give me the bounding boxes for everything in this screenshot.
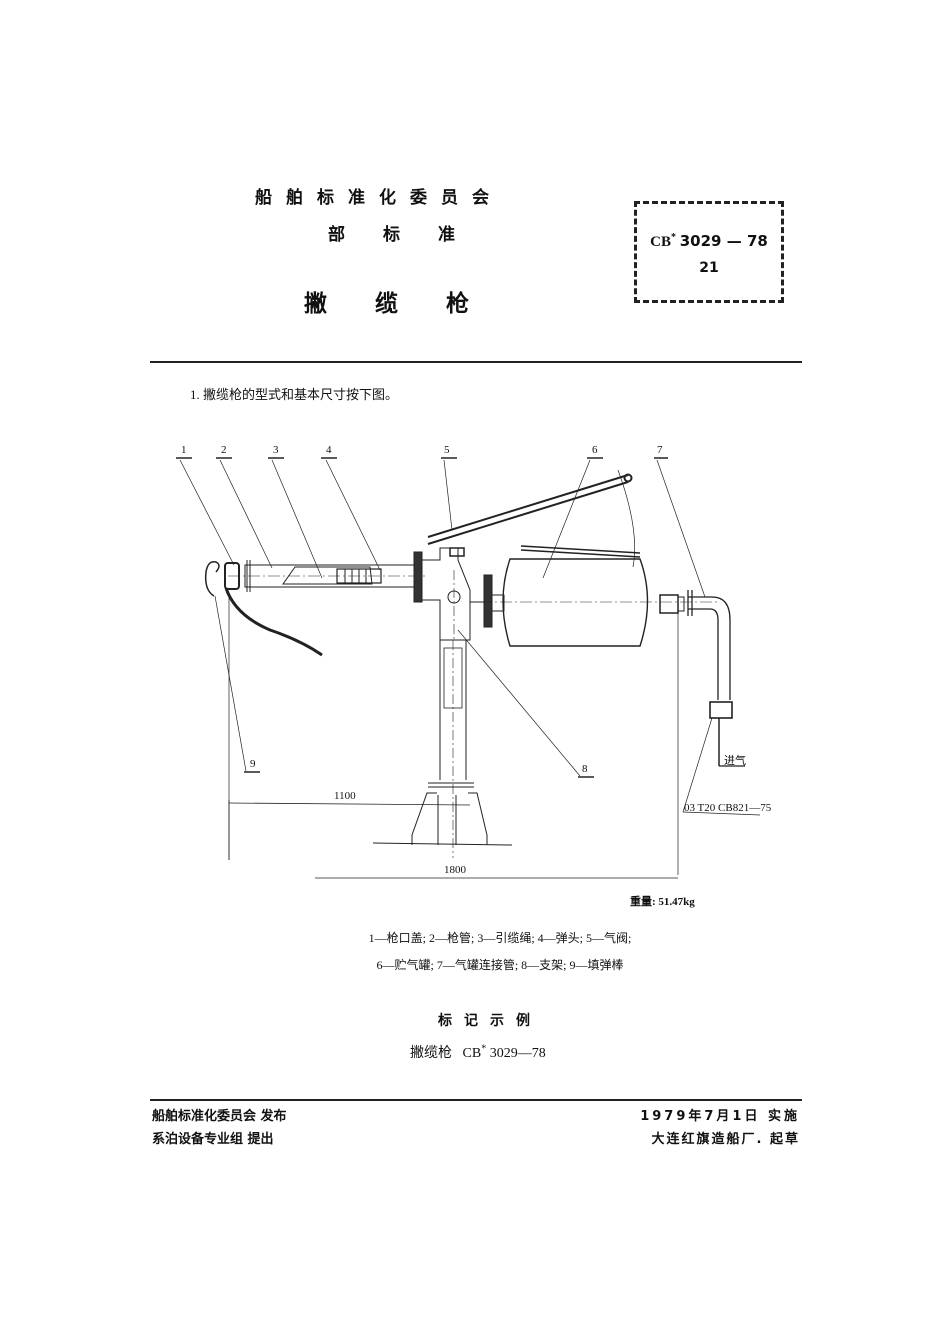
marking-example-title: 标记示例 bbox=[438, 1013, 542, 1029]
proposed-by: 系泊设备专业组 提出 bbox=[152, 1132, 274, 1147]
part-label-3: 3 bbox=[273, 444, 279, 456]
parts-legend-line-1: 1—枪口盖; 2—枪管; 3—引缆绳; 4—弹头; 5—气阀; bbox=[368, 931, 632, 945]
marking-code-mark: * bbox=[481, 1043, 487, 1055]
air-inlet-label: 进气 bbox=[724, 754, 746, 767]
parts-legend-line-2: 6—贮气罐; 7—气罐连接管; 8—支架; 9—填弹棒 bbox=[376, 958, 624, 972]
issued-by: 船舶标准化委员会 发布 bbox=[152, 1109, 287, 1124]
document-title: 撇缆枪 bbox=[304, 291, 517, 317]
lever-handle bbox=[427, 469, 641, 568]
footer-divider bbox=[150, 1099, 802, 1101]
part-label-8: 8 bbox=[582, 763, 588, 775]
dimension-1800: 1800 bbox=[444, 864, 466, 876]
part-label-7: 7 bbox=[657, 444, 663, 456]
part-label-9: 9 bbox=[250, 758, 256, 770]
part-label-4: 4 bbox=[326, 444, 332, 456]
label-underlines bbox=[176, 457, 668, 778]
support-column bbox=[372, 640, 513, 858]
part-label-2: 2 bbox=[221, 444, 227, 456]
standard-level-heading: 部标准 bbox=[328, 225, 493, 245]
valve-body bbox=[421, 547, 493, 641]
fitting-spec: 03 T20 CB821—75 bbox=[684, 802, 772, 814]
standard-code: CB* 3029 — 78 bbox=[634, 232, 784, 251]
weight-label: 重量: 51.47kg bbox=[630, 896, 695, 908]
marking-example: 撇缆枪 CB* 3029—78 bbox=[410, 1042, 546, 1062]
drafted-by: 大连红旗造船厂. 起草 bbox=[651, 1132, 800, 1147]
effective-date: 1979年7月1日 实施 bbox=[640, 1109, 800, 1124]
marking-code-number: 3029—78 bbox=[489, 1046, 546, 1061]
part-label-6: 6 bbox=[592, 444, 598, 456]
standard-code-prefix: CB bbox=[650, 234, 671, 250]
part-label-5: 5 bbox=[444, 444, 450, 456]
organization-heading: 船舶标准化委员会 bbox=[255, 188, 503, 208]
leader-lines bbox=[179, 459, 706, 860]
tank-connecting-pipe bbox=[677, 590, 761, 875]
header-divider bbox=[150, 361, 802, 363]
standard-code-number: 3029 — 78 bbox=[679, 232, 768, 250]
part-label-1: 1 bbox=[181, 444, 187, 456]
standard-code-mark: * bbox=[671, 232, 676, 243]
standard-number-box bbox=[634, 201, 784, 303]
marking-code-prefix: CB bbox=[462, 1046, 482, 1061]
dimension-lines bbox=[228, 800, 678, 879]
page-number: 21 bbox=[699, 260, 719, 276]
air-tank bbox=[480, 558, 720, 647]
dimension-1100: 1100 bbox=[334, 790, 356, 802]
marking-example-name: 撇缆枪 bbox=[410, 1045, 452, 1061]
gun-barrel bbox=[204, 551, 428, 657]
clause-1: 1. 撇缆枪的型式和基本尺寸按下图。 bbox=[190, 387, 399, 402]
